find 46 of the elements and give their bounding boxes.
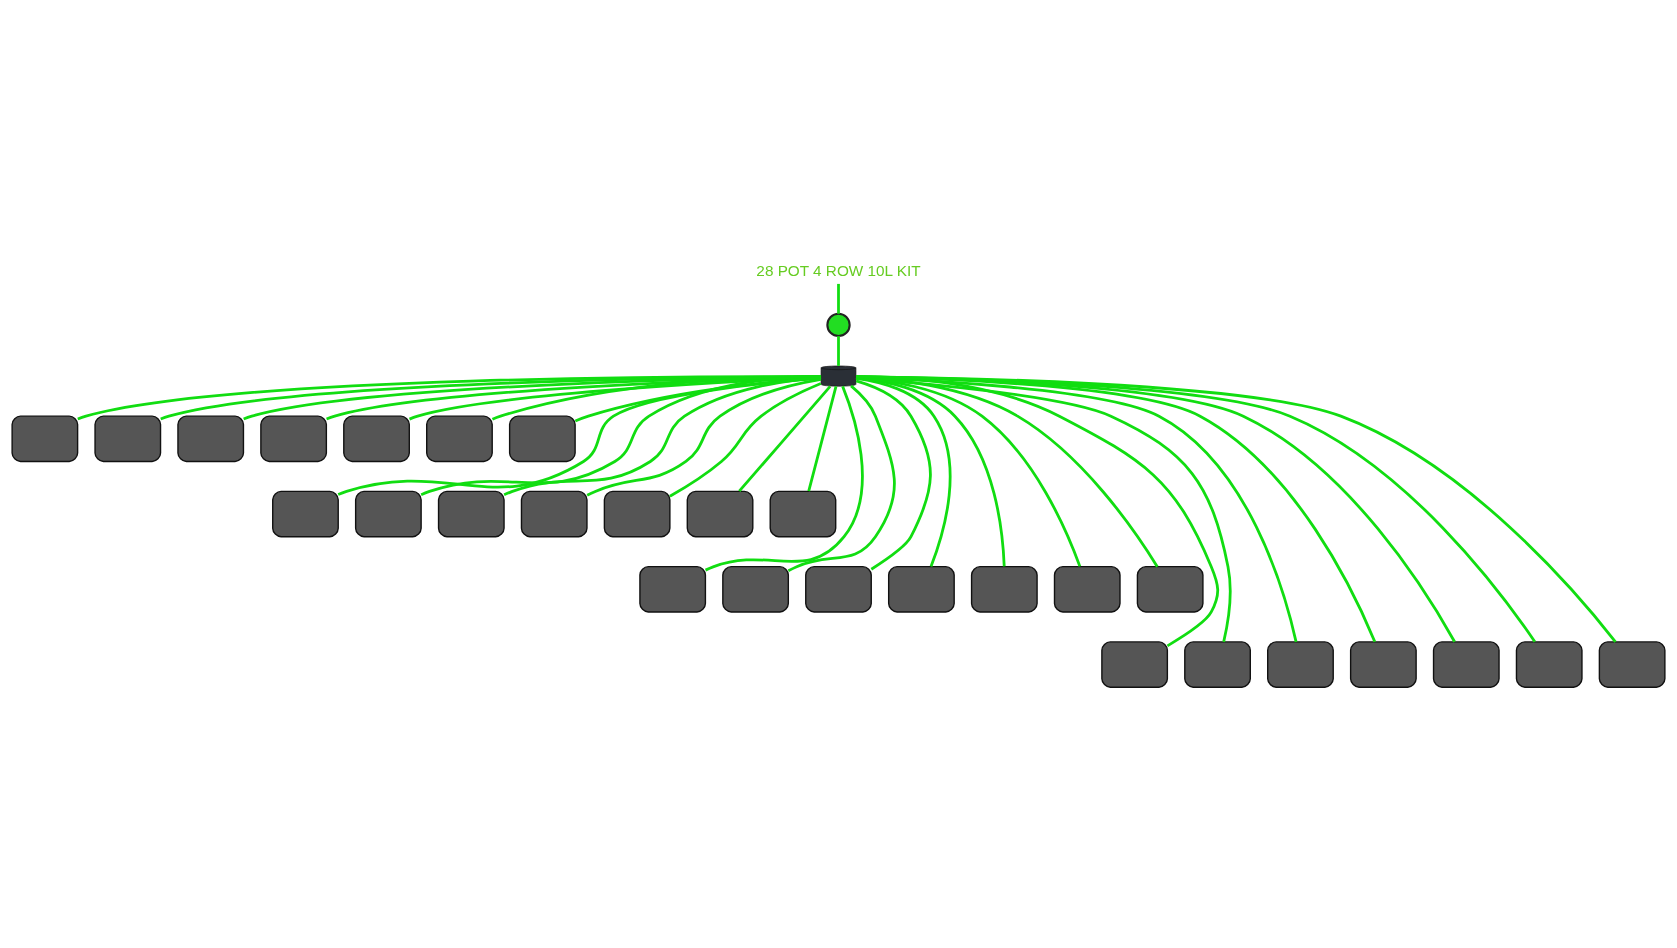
node-box (639, 565, 707, 613)
connector (738, 385, 832, 493)
node-box (437, 490, 505, 538)
node-box (354, 490, 422, 538)
node-box (1267, 641, 1334, 688)
node-box (272, 490, 339, 538)
connector (855, 376, 1082, 567)
node-box (970, 565, 1038, 613)
connector (807, 386, 838, 492)
connector (855, 375, 1298, 643)
node-box (1598, 641, 1666, 688)
connector (855, 379, 932, 571)
diagram-title: 28 POT 4 ROW 10L KIT (756, 261, 921, 279)
connector (586, 377, 822, 497)
node-box (508, 415, 576, 463)
connector (669, 382, 822, 498)
node-box (260, 415, 328, 463)
node-box (887, 565, 955, 613)
connector (837, 283, 840, 314)
connector (837, 336, 840, 366)
node-box (805, 565, 872, 613)
node-box (343, 415, 410, 463)
connector (503, 376, 822, 497)
connector (337, 376, 822, 496)
node-box (686, 490, 754, 538)
node-box (520, 490, 588, 538)
node-box (1053, 565, 1121, 613)
connector (855, 376, 1006, 567)
node-circle (826, 312, 851, 338)
node-box (177, 415, 245, 463)
node-box (1184, 641, 1251, 688)
node-box (769, 490, 837, 538)
node-box (603, 490, 671, 538)
connector (420, 375, 822, 496)
connector (855, 376, 952, 568)
node-box (1515, 641, 1583, 688)
node-box (11, 415, 79, 463)
connector (704, 385, 864, 572)
node-box (722, 565, 790, 613)
node-box (1101, 641, 1169, 688)
node-box (426, 415, 493, 463)
node-box (1349, 641, 1417, 688)
node-box (94, 415, 162, 463)
node-box (1136, 565, 1204, 613)
node-box (1432, 641, 1500, 688)
connector (787, 384, 896, 572)
